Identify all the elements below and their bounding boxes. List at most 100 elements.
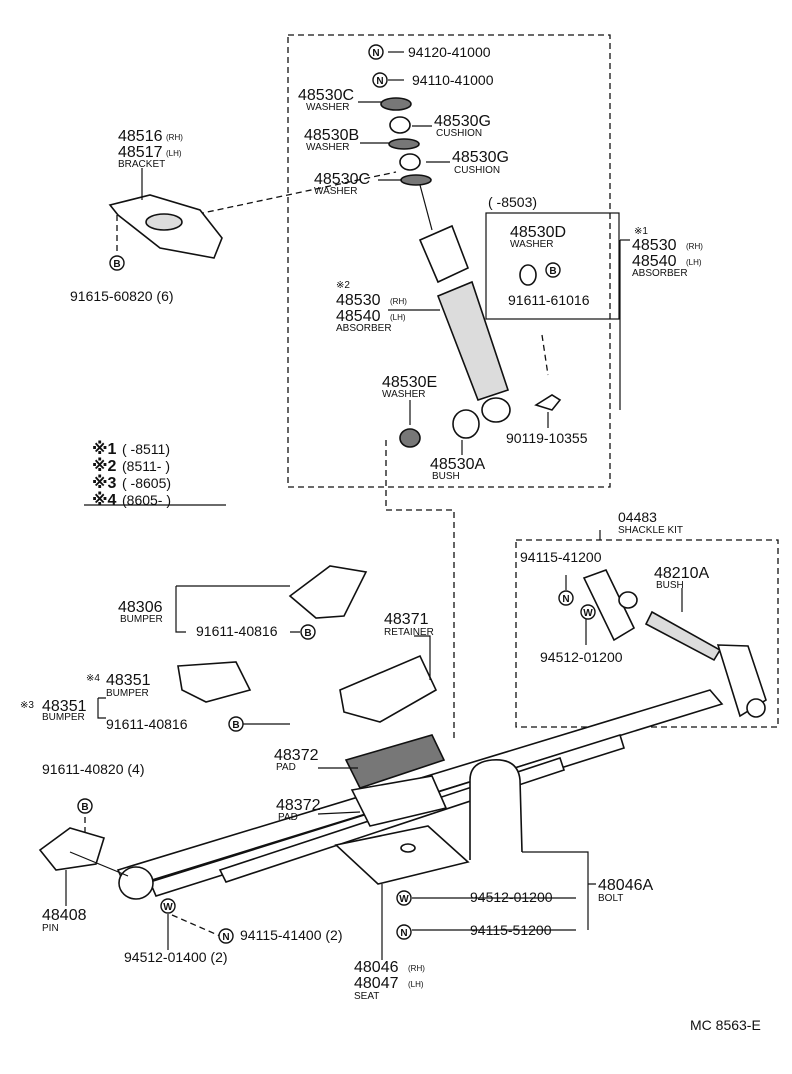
label-90119-10355: 90119-10355 bbox=[506, 430, 588, 446]
caption-48530C-top: WASHER bbox=[306, 102, 350, 113]
svg-text:N: N bbox=[376, 76, 383, 87]
label-48530G-top: 48530G bbox=[434, 113, 491, 130]
bolt-marker-91611-61016: B bbox=[545, 262, 561, 278]
caption-48530A: BUSH bbox=[432, 471, 460, 482]
label-seat-rh-suffix: (RH) bbox=[408, 964, 425, 973]
caption-bracket: BRACKET bbox=[118, 159, 165, 170]
caption-bumper4: BUMPER bbox=[106, 688, 149, 699]
label-bracket-lh-suffix: (LH) bbox=[166, 149, 182, 158]
svg-text:N: N bbox=[372, 48, 379, 59]
figure-code: MC 8563-E bbox=[690, 1017, 761, 1033]
caption-shackle-kit: SHACKLE KIT bbox=[618, 525, 683, 536]
label-48530B: 48530B bbox=[304, 127, 359, 144]
label-48530G-low: 48530G bbox=[452, 149, 509, 166]
washer-marker-94512-01200-low: W bbox=[396, 890, 412, 906]
label-bumper4: 48351 bbox=[106, 672, 151, 689]
label-bumper3-star: ※3 bbox=[20, 700, 34, 711]
label-bumper4-star: ※4 bbox=[86, 673, 100, 684]
bolt-marker-91615: B bbox=[109, 255, 125, 271]
label-seat-lh: 48047 bbox=[354, 975, 399, 992]
washer-marker-94512-01200-top: W bbox=[580, 604, 596, 620]
bolt-marker-91611-40816-b: B bbox=[228, 716, 244, 732]
legend-range-2: (8511- ) bbox=[122, 458, 170, 474]
caption-absorber1: ABSORBER bbox=[632, 268, 688, 279]
legend-mark-2: ※2 bbox=[92, 457, 117, 475]
label-48530C-top: 48530C bbox=[298, 87, 354, 104]
label-absorber2-rh-suffix: (RH) bbox=[390, 297, 407, 306]
legend-range-1: ( -8511) bbox=[122, 441, 170, 457]
label-48210A: 48210A bbox=[654, 565, 709, 582]
label-absorber1-star: ※1 bbox=[634, 226, 648, 237]
bumpers-drawing bbox=[177, 565, 368, 703]
caption-48530C-low: WASHER bbox=[314, 186, 358, 197]
label-91611-40820: 91611-40820 (4) bbox=[42, 761, 144, 777]
legend: ※1 ( -8511) ※2 (8511- ) ※3 ( -8605) ※4 (… bbox=[92, 440, 171, 509]
caption-48372-upper: PAD bbox=[276, 762, 296, 773]
legend-mark-4: ※4 bbox=[92, 491, 117, 509]
svg-text:W: W bbox=[583, 608, 593, 619]
label-94512-01200-low: 94512-01200 bbox=[470, 889, 553, 905]
label-48530C-low: 48530C bbox=[314, 171, 370, 188]
label-bracket-rh-suffix: (RH) bbox=[166, 133, 183, 142]
caption-48530D: WASHER bbox=[510, 239, 554, 250]
label-bracket-rh: 48516 bbox=[118, 128, 163, 145]
shackle-kit-drawing bbox=[582, 569, 767, 718]
label-absorber1-rh-suffix: (RH) bbox=[686, 242, 703, 251]
washer-marker-94512-01400: W bbox=[160, 898, 176, 914]
label-04483: 04483 bbox=[618, 509, 657, 525]
label-48530D: 48530D bbox=[510, 224, 566, 241]
nut-marker-94110: N bbox=[372, 72, 388, 88]
label-94115-51200: 94115-51200 bbox=[470, 922, 552, 938]
center-clamp-drawing bbox=[334, 654, 523, 885]
label-absorber2-lh-suffix: (LH) bbox=[390, 313, 406, 322]
label-94512-01400: 94512-01400 (2) bbox=[124, 949, 228, 965]
label-91611-61016: 91611-61016 bbox=[508, 292, 590, 308]
svg-text:B: B bbox=[304, 628, 311, 639]
legend-mark-1: ※1 bbox=[92, 440, 117, 458]
caption-absorber2: ABSORBER bbox=[336, 323, 392, 334]
label-absorber1-lh-suffix: (LH) bbox=[686, 258, 702, 267]
label-absorber1-lh: 48540 bbox=[632, 253, 677, 270]
label-91615-60820: 91615-60820 (6) bbox=[70, 288, 174, 304]
caption-48530G-low: CUSHION bbox=[454, 165, 500, 176]
label-48372-lower: 48372 bbox=[276, 797, 321, 814]
label-48530E: 48530E bbox=[382, 374, 437, 391]
svg-text:W: W bbox=[163, 902, 173, 913]
caption-seat: SEAT bbox=[354, 991, 379, 1002]
label-absorber2-rh: 48530 bbox=[336, 292, 381, 309]
nut-marker-94115-51200: N bbox=[396, 924, 412, 940]
svg-text:B: B bbox=[113, 259, 120, 270]
svg-text:N: N bbox=[400, 928, 407, 939]
label-94512-01200-top: 94512-01200 bbox=[540, 649, 623, 665]
svg-text:W: W bbox=[399, 894, 409, 905]
caption-48530G-top: CUSHION bbox=[436, 128, 482, 139]
label-48306: 48306 bbox=[118, 599, 163, 616]
label-absorber2-star: ※2 bbox=[336, 280, 350, 291]
label-absorber2-lh: 48540 bbox=[336, 308, 381, 325]
label-48371: 48371 bbox=[384, 611, 429, 628]
caption-48530B: WASHER bbox=[306, 142, 350, 153]
caption-48210A: BUSH bbox=[656, 580, 684, 591]
label-48372-upper: 48372 bbox=[274, 747, 319, 764]
label-91611-40816-a: 91611-40816 bbox=[196, 623, 278, 639]
assembly-dashed-lines bbox=[84, 171, 549, 937]
bracket-drawing bbox=[108, 194, 223, 259]
svg-text:B: B bbox=[549, 266, 556, 277]
label-absorber1-rh: 48530 bbox=[632, 237, 677, 254]
label-94110-41000: 94110-41000 bbox=[412, 72, 494, 88]
caption-48306: BUMPER bbox=[120, 614, 163, 625]
label-48530A: 48530A bbox=[430, 456, 485, 473]
early-model-inset-box bbox=[485, 212, 620, 320]
label-48408: 48408 bbox=[42, 907, 87, 924]
nut-marker-94115-41200: N bbox=[558, 590, 574, 606]
bolt-marker-91611-40820: B bbox=[77, 798, 93, 814]
label-seat-rh: 48046 bbox=[354, 959, 399, 976]
label-seat-lh-suffix: (LH) bbox=[408, 980, 424, 989]
label-94115-41200: 94115-41200 bbox=[520, 549, 602, 565]
label-bumper3: 48351 bbox=[42, 698, 87, 715]
label-48046A: 48046A bbox=[598, 877, 653, 894]
label-bracket-lh: 48517 bbox=[118, 144, 163, 161]
svg-text:N: N bbox=[222, 932, 229, 943]
legend-range-3: ( -8605) bbox=[122, 475, 171, 491]
